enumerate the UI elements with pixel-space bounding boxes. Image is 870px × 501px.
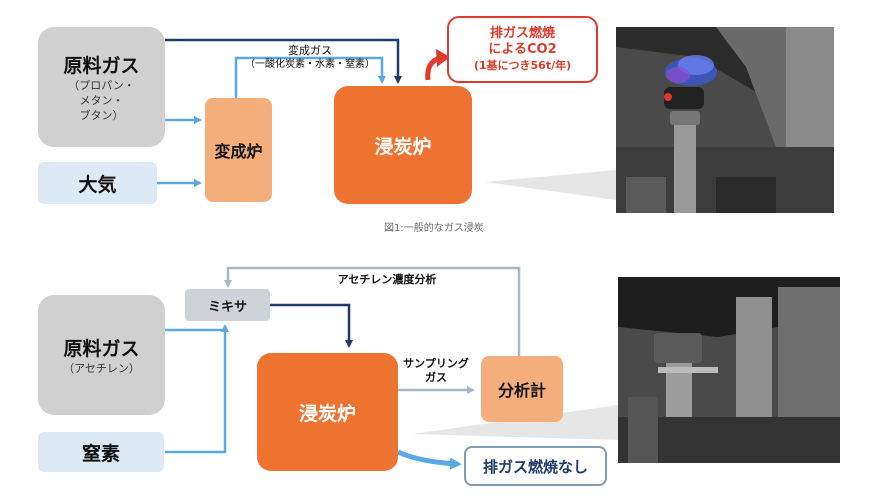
reformed-gas-label: 変成ガス （一酸化炭素・水素・窒素） [240,44,380,72]
no-flame-photo-illustration [618,277,840,463]
sampling-gas-line-2: ガス [425,371,447,384]
raw-gas-to-furnace-arrow [165,38,402,84]
figure-caption: 図1:一般的なガス浸炭 [384,223,484,234]
co2-line-3: (1基につき56t/年) [473,59,572,72]
raw-gas-title: 原料ガス [63,55,140,77]
raw-gas-sub-2: メタン・ [79,94,124,107]
no-exhaust-box: 排ガス燃焼なし [464,446,607,486]
nitrogen-box: 窒素 [38,432,164,472]
co2-callout: 排ガス燃焼 によるCO2 (1基につき56t/年) [447,16,598,83]
co2-line-2: によるCO2 [488,42,557,57]
reformer-label: 変成炉 [214,142,263,161]
no-exhaust-arrow [396,449,462,470]
analyzer-box: 分析計 [481,356,563,422]
photo-callout-top [485,170,616,200]
raw-gas-sub-3: ブタン） [79,109,124,122]
raw-gas-box-bottom: 原料ガス （アセチレン） [38,295,165,415]
mixer-to-furnace-arrow [270,303,353,348]
raw-gas-box-top: 原料ガス （プロパン・ メタン・ ブタン） [38,27,165,147]
co2-line-1: 排ガス燃焼 [489,26,555,41]
furnace-label-top: 浸炭炉 [374,135,432,158]
mixer-box: ミキサ [185,289,270,321]
flame-photo-illustration [616,27,834,213]
sampling-gas-label: サンプリング ガス [400,357,472,385]
reformed-gas-sub: （一酸化炭素・水素・窒素） [245,59,375,70]
raw-gas-sub-1: （プロパン・ [68,79,135,92]
burner-flame-photo [616,27,834,213]
reformed-gas-arrow [234,56,386,98]
acetylene-feedback-arrow [224,266,521,356]
carburizing-furnace-bottom: 浸炭炉 [257,353,398,471]
furnace-label-bottom: 浸炭炉 [298,402,356,425]
air-label: 大気 [78,173,117,196]
acetylene-analysis-label: アセチレン濃度分析 [337,273,437,286]
analyzer-label: 分析計 [497,381,546,400]
carburizing-furnace-top: 浸炭炉 [334,86,472,204]
air-box: 大気 [38,162,157,204]
sampling-gas-line-1: サンプリング [403,357,469,370]
nitrogen-label: 窒素 [81,442,120,465]
raw-gas-sub-bottom: （アセチレン） [63,362,140,375]
raw-gas-title-bottom: 原料ガス [63,338,140,360]
photo-callout-bottom [412,405,618,440]
no-exhaust-label: 排ガス燃焼なし [482,457,588,476]
nitrogen-to-mixer-arrow [165,324,229,454]
reformer-box: 変成炉 [205,98,272,202]
burner-no-flame-photo [618,277,840,463]
reformed-gas-title: 変成ガス [288,44,332,57]
mixer-label: ミキサ [207,299,247,315]
